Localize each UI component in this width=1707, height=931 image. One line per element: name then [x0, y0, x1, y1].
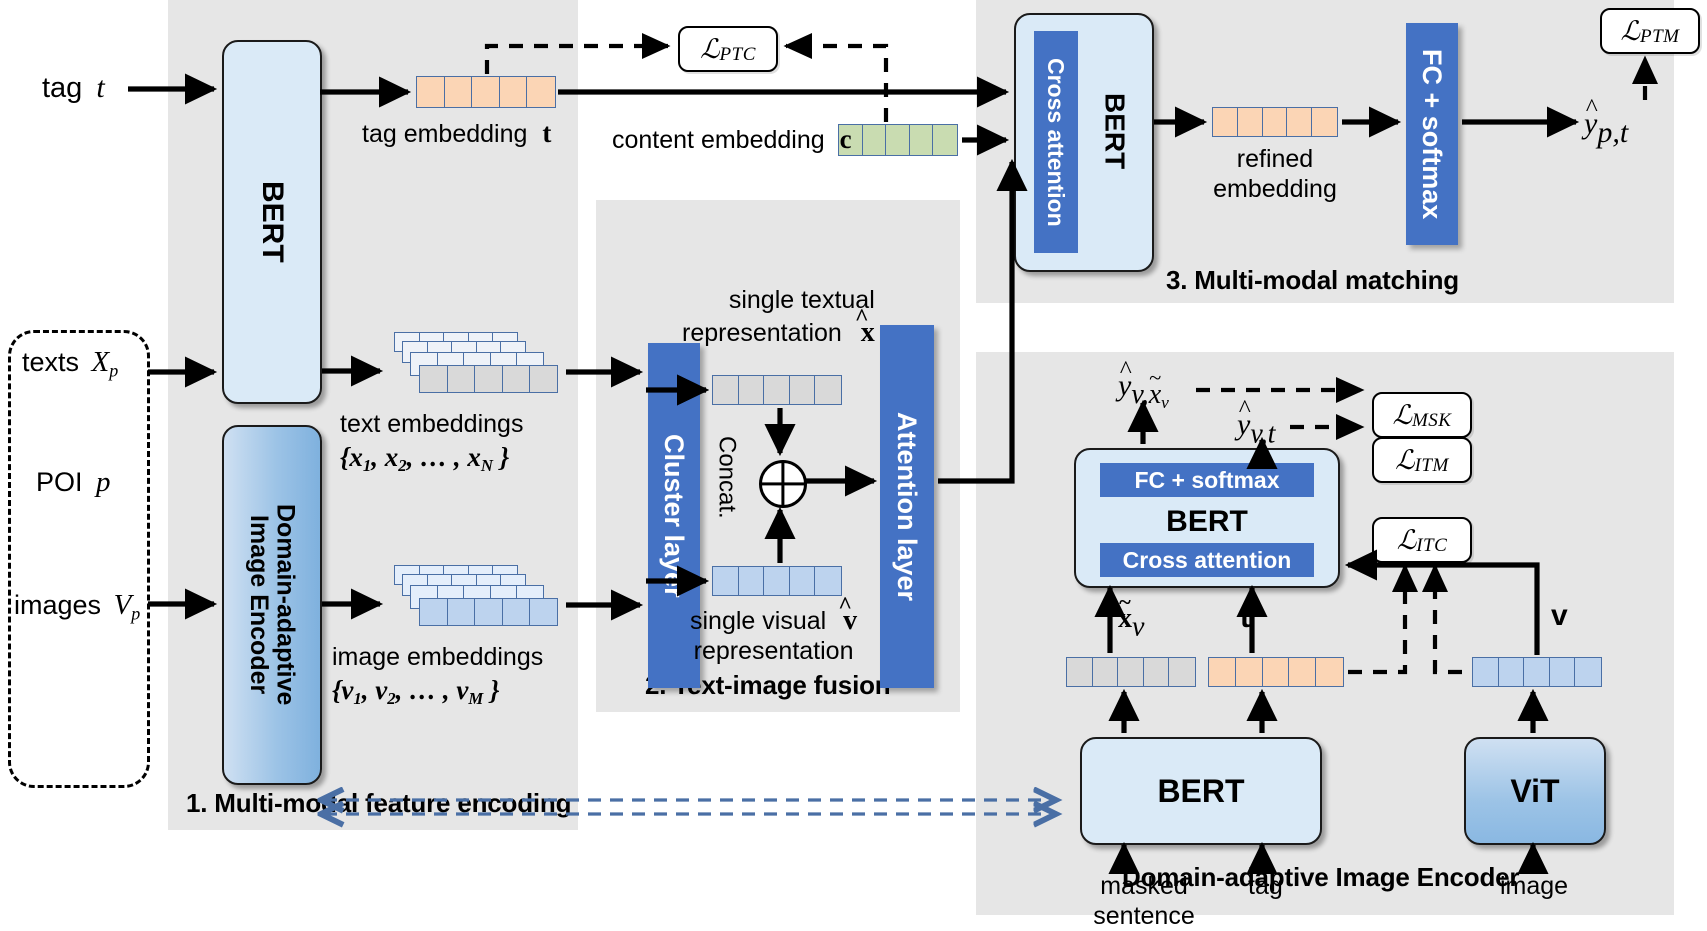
itm-output-label: ^yv,t	[1237, 394, 1276, 450]
image-encoder-cross-attention-bar[interactable]: Cross attention	[1100, 543, 1314, 577]
attention-layer[interactable]: Attention layer	[880, 325, 934, 688]
matching-bert-label: BERT	[1099, 93, 1131, 170]
input-tag-label: tag t	[42, 71, 105, 104]
tag-embedding-label: tag embedding t	[362, 118, 552, 148]
image-embeddings-bricks	[386, 565, 562, 643]
input-texts-label: texts Xp	[22, 346, 119, 381]
single-textual-representation-label: single textual representation ^x	[682, 286, 875, 348]
msk-output-label: ^yv,x~v	[1118, 355, 1169, 413]
bert-text-encoder[interactable]: BERT	[222, 40, 322, 404]
single-textual-representation-strip	[712, 375, 842, 405]
panel-title-1: 1. Multi-modal feature encoding	[186, 788, 572, 818]
domain-adaptive-image-encoder-module[interactable]: Domain-adaptive Image Encoder	[222, 425, 322, 785]
tag-vector-strip	[1208, 657, 1344, 687]
image-encoder-bert-label: BERT	[1166, 505, 1248, 538]
concat-operator-icon	[759, 460, 807, 508]
matching-output-label: ^yp,t	[1584, 93, 1629, 149]
content-embedding-label: content embedding c	[612, 124, 852, 154]
masked-text-vector-label: x~v	[1118, 589, 1145, 643]
input-images-label: images Vp	[14, 589, 141, 624]
single-visual-representation-label: single visual ^v representation	[690, 593, 858, 666]
refined-embedding-strip	[1212, 107, 1338, 137]
matching-cross-attention-bar[interactable]: Cross attention	[1034, 31, 1078, 253]
image-encoder-vit[interactable]: ViT	[1464, 737, 1606, 845]
panel-title-4: Domain-adaptive Image Encoder	[1122, 862, 1520, 892]
masked-sentence-input-label: masked sentence	[1093, 872, 1195, 930]
input-poi-label: POI p	[36, 466, 111, 498]
image-encoder-bert-bottom[interactable]: BERT	[1080, 737, 1322, 845]
single-visual-representation-strip	[712, 566, 842, 596]
content-embedding-strip	[838, 124, 958, 156]
text-embeddings-bricks	[386, 332, 562, 410]
matching-bert-module[interactable]: Cross attention BERT	[1014, 13, 1154, 272]
refined-embedding-label: refined embedding	[1213, 145, 1337, 203]
visual-vector-label: v	[1551, 599, 1568, 632]
tag-embedding-strip	[416, 76, 556, 108]
image-embeddings-label: image embeddings {v1, v2, … , vM }	[332, 643, 544, 708]
panel-title-3: 3. Multi-modal matching	[1166, 265, 1459, 295]
tag-vector-label: t	[1240, 601, 1250, 634]
matching-fc-softmax-bar[interactable]: FC + softmax	[1406, 23, 1458, 245]
image-encoder-fc-softmax-bar[interactable]: FC + softmax	[1100, 463, 1314, 497]
image-input-label: image	[1500, 872, 1569, 900]
masked-text-vector-strip	[1066, 657, 1196, 687]
image-encoder-bert-module[interactable]: FC + softmax BERT Cross attention	[1074, 448, 1340, 588]
concat-label: Concat.	[713, 436, 741, 519]
visual-vector-strip	[1472, 657, 1602, 687]
tag-input-label: tag	[1248, 872, 1283, 900]
poi-input-group	[8, 330, 150, 788]
text-embeddings-label: text embeddings {x1, x2, … , xN }	[340, 410, 524, 475]
